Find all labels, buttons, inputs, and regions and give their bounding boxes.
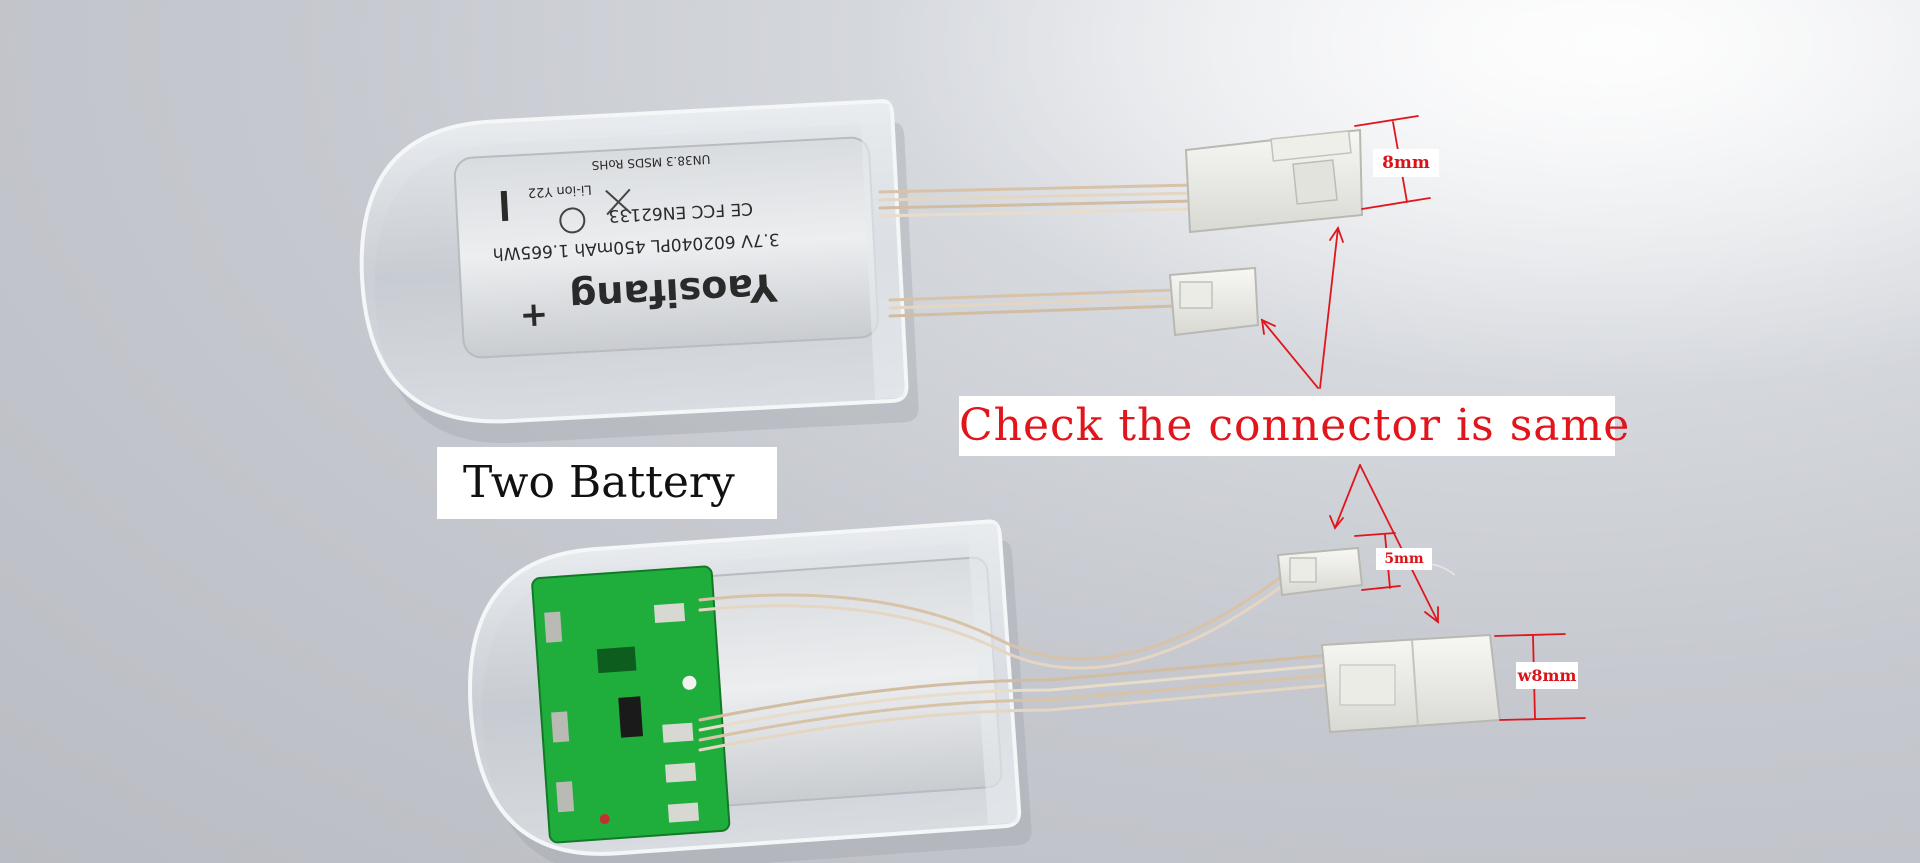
- check-connector-label: Check the connector is same: [959, 396, 1629, 456]
- battery-chem: Li-ion Y22: [527, 181, 592, 199]
- top-case-lip: [859, 103, 906, 399]
- top-large-connector: [1184, 128, 1364, 234]
- dimension-8mm-label: 8mm: [1373, 149, 1439, 177]
- dimension-w8mm-label: w8mm: [1516, 662, 1578, 689]
- bottom-battery: [468, 519, 1032, 863]
- two-battery-label: Two Battery: [437, 447, 777, 519]
- dimension-5mm-label: 5mm: [1376, 548, 1432, 570]
- battery-rohs: UN38.3 MSDS RoHS: [591, 152, 710, 172]
- battery-recycle-mark: [559, 207, 586, 234]
- top-battery: Yaosifang 3.7V 602040PL 450mAh 1.665Wh C…: [359, 99, 919, 443]
- battery-minus-mark: [500, 190, 509, 222]
- battery-plus: +: [519, 295, 550, 336]
- battery-bin-mark: [605, 188, 632, 216]
- bottom-large-connector: [1320, 633, 1502, 734]
- bottom-cell: [691, 556, 1003, 807]
- bottom-wires: [698, 568, 1332, 752]
- bottom-case-lip: [967, 523, 1018, 825]
- battery-brand: Yaosifang: [568, 265, 779, 320]
- top-small-connector: [1168, 266, 1260, 337]
- top-wires: [878, 183, 1197, 318]
